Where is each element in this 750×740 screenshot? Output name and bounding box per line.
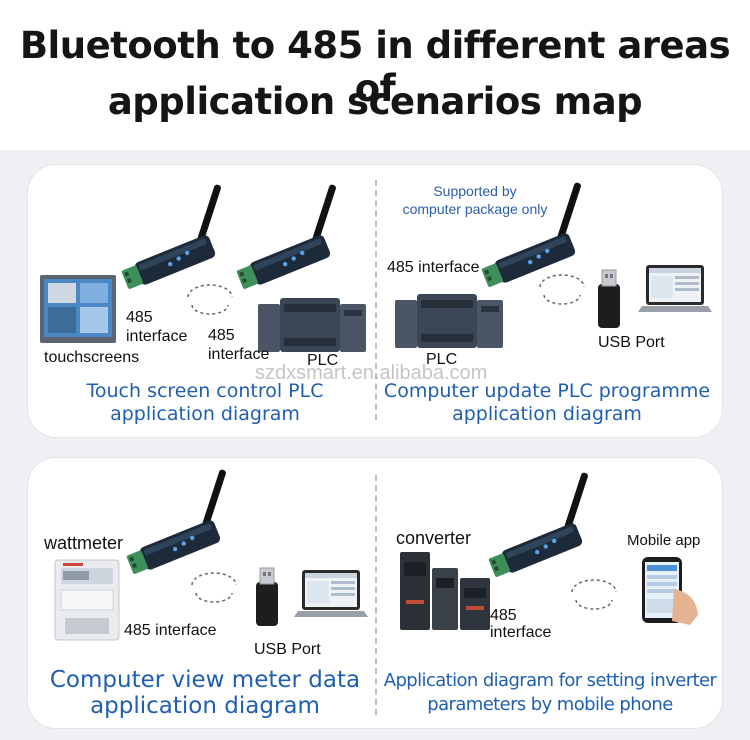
touchscreen-image: [40, 275, 116, 343]
interface-label-1: 485 interface: [126, 309, 188, 345]
plc-image-1: [258, 298, 366, 352]
caption-computer-update-line-1: Computer update PLC programme: [383, 380, 711, 402]
mobile-app-label: Mobile app: [627, 532, 701, 549]
touchscreens-label: touchscreens: [44, 349, 140, 366]
wattmeter-image: [54, 559, 120, 641]
caption-inverter: Application diagram for setting inverter…: [382, 669, 718, 717]
usb-port-label-1: USB Port: [598, 334, 665, 351]
interface-label-3: 485 interface: [387, 259, 480, 276]
interface-label-4: 485 interface: [124, 622, 217, 639]
plc-image-2: [395, 294, 503, 348]
caption-computer-update-line-2: application diagram: [452, 403, 642, 425]
laptop-image-1: [638, 265, 712, 312]
mobile-phone-image: [642, 557, 698, 625]
caption-inverter-line-2: parameters by mobile phone: [427, 694, 673, 715]
supported-note: Supported by computer package only: [402, 183, 548, 217]
bluetooth-dongle-5: [487, 471, 589, 580]
wattmeter-label: wattmeter: [44, 533, 124, 553]
caption-computer-update: Computer update PLC programme applicatio…: [382, 380, 712, 426]
caption-touch-screen-line-2: application diagram: [110, 403, 300, 425]
usb-adapter-2: [255, 567, 279, 627]
caption-meter-line-1: Computer view meter data: [49, 667, 361, 693]
bluetooth-signal-icon-3: [191, 572, 237, 603]
plc-label-2: PLC: [426, 351, 458, 368]
converter-image: [400, 552, 490, 630]
laptop-image-2: [294, 570, 368, 617]
watermark: szdxsmart.en.alibaba.com: [255, 362, 488, 384]
caption-meter: Computer view meter data application dia…: [40, 667, 370, 719]
interface-label-5: 485 interface: [490, 607, 552, 641]
page-title-line-1: Bluetooth to 485 in different areas of: [19, 24, 731, 110]
plc-label-1: PLC: [307, 352, 339, 369]
bluetooth-signal-icon-2: [539, 274, 585, 305]
bluetooth-signal-icon-4: [571, 579, 617, 610]
usb-port-label-2: USB Port: [254, 641, 321, 658]
caption-inverter-line-1: Application diagram for setting inverter: [383, 670, 717, 691]
interface-label-2: 485 interface: [208, 327, 270, 363]
bluetooth-dongle-2: [235, 183, 337, 292]
caption-touch-screen: Touch screen control PLC application dia…: [40, 380, 370, 426]
caption-touch-screen-line-1: Touch screen control PLC: [86, 380, 324, 402]
divider-top: [375, 180, 377, 420]
usb-adapter-1: [597, 269, 621, 329]
converter-label: converter: [396, 528, 472, 548]
page-title-line-2: application scenarios map: [107, 80, 643, 123]
divider-bottom: [375, 475, 377, 715]
caption-meter-line-2: application diagram: [90, 693, 320, 719]
bluetooth-signal-icon-1: [187, 284, 233, 315]
